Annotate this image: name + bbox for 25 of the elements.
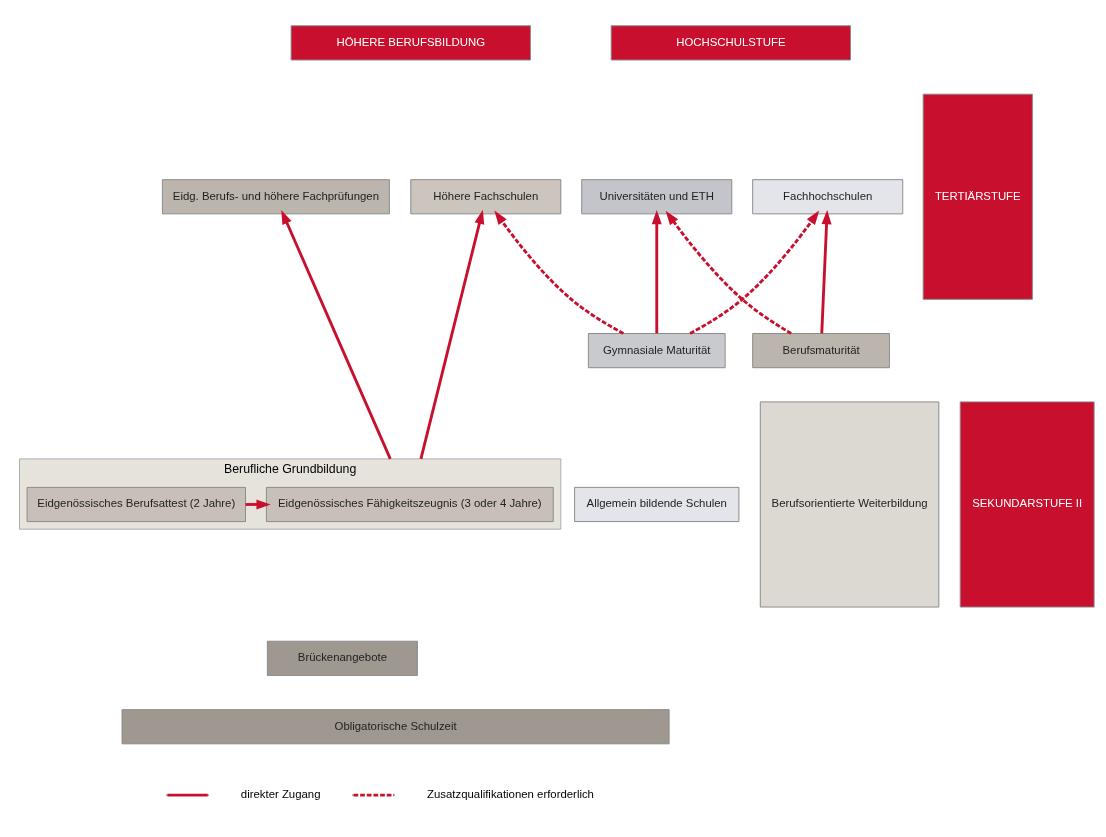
node-box: Höhere Fachschulen — [410, 178, 562, 214]
node-box: Fachhochschulen — [752, 178, 904, 214]
node-box: Obligatorische Schulzeit — [121, 708, 670, 744]
node-box: Gymnasiale Maturität — [587, 332, 726, 368]
node-box: TERTIÄRSTUFE — [922, 93, 1033, 300]
node-box: Eidgenössisches Berufsattest (2 Jahre) — [26, 486, 246, 522]
arrow — [281, 209, 392, 459]
arrow — [665, 210, 792, 335]
arrow — [494, 209, 625, 335]
legend-label: Zusatzqualifikationen erforderlich — [427, 787, 594, 800]
node-box: Berufsmaturität — [752, 332, 890, 368]
node-box: Allgemein bildende Schulen — [574, 486, 740, 522]
arrow — [419, 209, 485, 459]
node-box: Eidgenössisches Fähigkeitszeugnis (3 oder 4 Jahre) — [265, 486, 554, 522]
node-box: SEKUNDARSTUFE II — [959, 400, 1095, 608]
arrow — [820, 209, 832, 333]
node-box: Universitäten und ETH — [581, 178, 733, 214]
node-box: Eidg. Berufs- und höhere Fachprüfungen — [161, 178, 390, 214]
legend-label: direkter Zugang — [240, 787, 321, 800]
node-box: HOCHSCHULSTUFE — [610, 24, 851, 60]
arrow — [651, 209, 662, 333]
node-box: HÖHERE BERUFSBILDUNG — [290, 24, 531, 60]
node-box: Berufsorientierte Weiterbildung — [759, 400, 940, 608]
arrow — [689, 209, 820, 335]
node-box: Brückenangebote — [266, 640, 418, 676]
